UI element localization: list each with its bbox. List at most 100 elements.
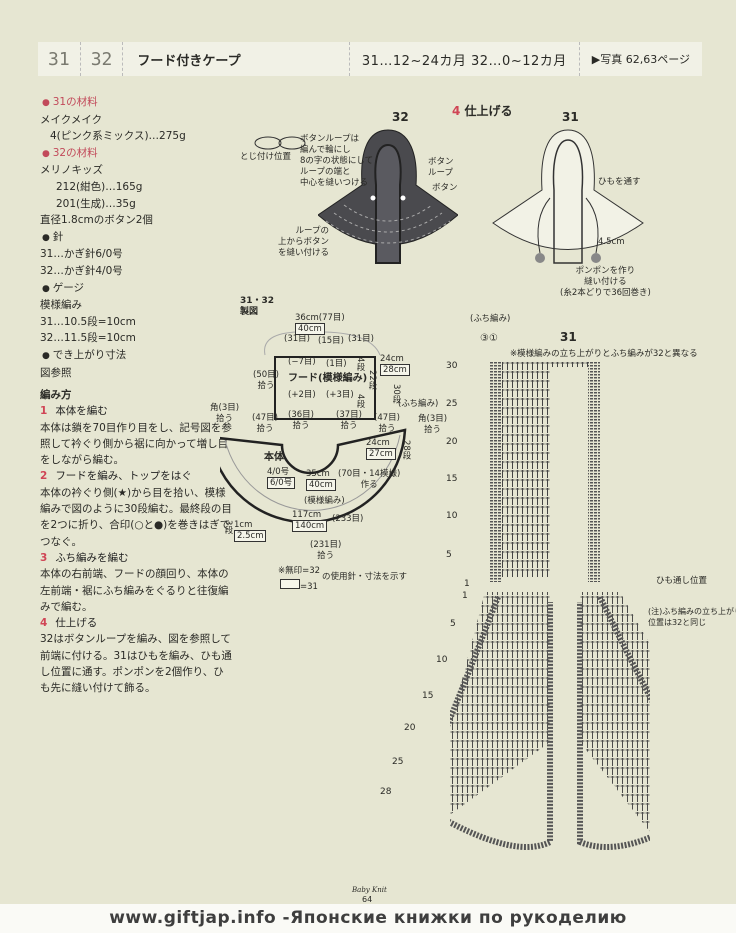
needle-32: 32…かぎ針4/0号 (40, 264, 123, 277)
button-loop-label: ボタン ループ (428, 157, 454, 178)
step-text: 本体の衿ぐり側(★)から目を拾い、模様編みで図のように30段編む。最終段の目を2… (40, 486, 232, 548)
step-text: 32はボタンループを編み、図を参照して前端に付ける。31はひもを編み、ひも通し位… (40, 633, 232, 695)
needle-31: 31…かぎ針6/0号 (40, 248, 123, 261)
stitch-count: (31目) (348, 334, 374, 344)
gauge-heading: ゲージ (40, 280, 230, 298)
hood-width: 36cm(77目)40cm (295, 313, 345, 335)
needle-heading: 針 (40, 229, 230, 247)
book-title: Baby Knit (352, 886, 387, 894)
step-number: 4 (40, 617, 48, 630)
attach-position-label: とじ付け位置 (240, 152, 292, 162)
stitch-count: (15目) (318, 336, 344, 346)
cord-position-label: ひも通し位置 (656, 576, 708, 586)
pickup-count: (37目) 拾う (336, 410, 362, 431)
edging-label: (ふち編み) (398, 399, 439, 409)
step-text: 本体の右前端、フードの顔回り、本体の左前端・裾にふち編みをぐるりと往復編みで編む… (40, 568, 229, 613)
age-range: 31…12~24カ月 32…0~12カ月 (348, 42, 580, 76)
cape-32-label: 32 (392, 110, 409, 124)
yarn-color: 212(紺色)…165g (56, 180, 143, 193)
corner-pickup: 角(3目) 拾う (418, 414, 448, 435)
yarn-name: メイクメイク (40, 113, 103, 126)
cape-31-label: 31 (562, 110, 579, 124)
pattern-number-32: 32 (81, 42, 124, 76)
size-value: 図参照 (40, 366, 72, 379)
edging-rows: ③① (480, 333, 498, 344)
row-count: 30段 (391, 384, 401, 404)
pickup-count: (36目) 拾う (288, 410, 314, 431)
stitch-count: (−7目) (288, 357, 316, 367)
stitch-count: (+2目) (288, 390, 316, 400)
yarn-color: 201(生成)…35g (56, 197, 136, 210)
step-2: 2 フードを編み、トップをはぐ (40, 468, 232, 484)
stitch-count: (1目) (326, 359, 347, 369)
row-count: 4段 (355, 357, 365, 371)
stitch-count: (+3目) (326, 390, 354, 400)
materials-32-heading: 32の材料 (40, 145, 230, 163)
step-number: 3 (40, 551, 48, 564)
pattern-number-31: 31 (38, 42, 81, 76)
chart-title: 31 (560, 330, 577, 344)
step-4: 4 仕上げる (40, 615, 232, 631)
pompom-note: ポンポンを作り 縫い付ける (糸2本どりで36回巻き) (560, 266, 651, 298)
stitch-chart (450, 362, 650, 850)
step-number: 2 (40, 470, 48, 483)
cape-32-illustration (318, 129, 458, 264)
finish-heading: 4 仕上げる (452, 104, 513, 118)
body-label: 本体 (264, 452, 284, 463)
step-title: ふち編みを編む (55, 551, 129, 564)
pickup-count: (47目) 拾う (252, 413, 278, 434)
pattern-title: フード付きケープ (137, 53, 241, 69)
step-3: 3 ふち編みを編む (40, 550, 232, 566)
cast-on-note: (70目・14模様) 作る (338, 469, 401, 490)
stitch-count: (31目) (284, 334, 310, 344)
chart-note-2: (注)ふち編みの立ち上がり 位置は32と同じ (648, 607, 736, 627)
row-count: 4段 (355, 394, 365, 408)
thread-cord-label: ひもを通す (598, 177, 641, 187)
materials-31-heading: 31の材料 (40, 94, 230, 112)
photo-reference: ▶写真 62,63ページ (591, 53, 690, 66)
size-heading: でき上がり寸法 (40, 347, 230, 365)
gauge-pattern: 模様編み (40, 299, 82, 312)
legend-text: ※無印=32 (278, 566, 321, 576)
schematic-title: 31・32 製図 (240, 296, 275, 317)
cape-31-illustration (492, 129, 644, 264)
step-text: 本体は鎖を70目作り目をし、記号図を参照して衿ぐり側から裾に向かって増し目をしな… (40, 421, 232, 467)
gauge-31: 31…10.5段=10cm (40, 315, 136, 328)
corner-pickup: 角(3目) 拾う (210, 403, 240, 424)
page-number: 64 (362, 895, 373, 904)
legend-text: の使用針・寸法を示す (322, 572, 408, 582)
pickup-count: (47目) 拾う (374, 413, 400, 434)
row-count: 28段 (401, 440, 411, 460)
pompom-size: 4.5cm (598, 237, 625, 247)
gauge-32: 32…11.5段=10cm (40, 332, 136, 345)
legend-box: =31 (280, 579, 318, 593)
yarn-name: メリノキッズ (40, 164, 103, 177)
loop-note: ボタンループは 編んで輪にし 8の字の状態にして ループの端と 中心を縫いつける (300, 134, 374, 188)
chart-note: ※模様編みの立ち上がりとふち編みが32と異なる (510, 349, 698, 359)
buttons: 直径1.8cmのボタン2個 (40, 214, 153, 227)
pattern-label: (模様編み) (304, 496, 345, 506)
button-loop-figure (254, 136, 306, 150)
sew-button-note: ループの 上からボタン を縫い付ける (278, 226, 330, 258)
pickup-count: (231目) 拾う (310, 540, 342, 561)
row-count: 3段 (223, 520, 233, 534)
step-number: 1 (40, 405, 48, 418)
yarn-color: 4(ピンク系ミックス)…275g (50, 130, 186, 143)
step-title: 仕上げる (55, 617, 98, 630)
instructions-heading: 編み方 (40, 389, 72, 401)
stitch-count: (233目) (332, 514, 364, 524)
watermark-strip (0, 904, 736, 933)
pickup-count: (50目) 拾う (253, 370, 279, 391)
step-title: フードを編み、トップをはぐ (55, 470, 192, 483)
hood-label: フード(模様編み) (288, 373, 368, 384)
materials-section: 31の材料 メイクメイク 4(ピンク系ミックス)…275g 32の材料 メリノキ… (40, 94, 230, 381)
row-count: 22段 (367, 370, 377, 390)
